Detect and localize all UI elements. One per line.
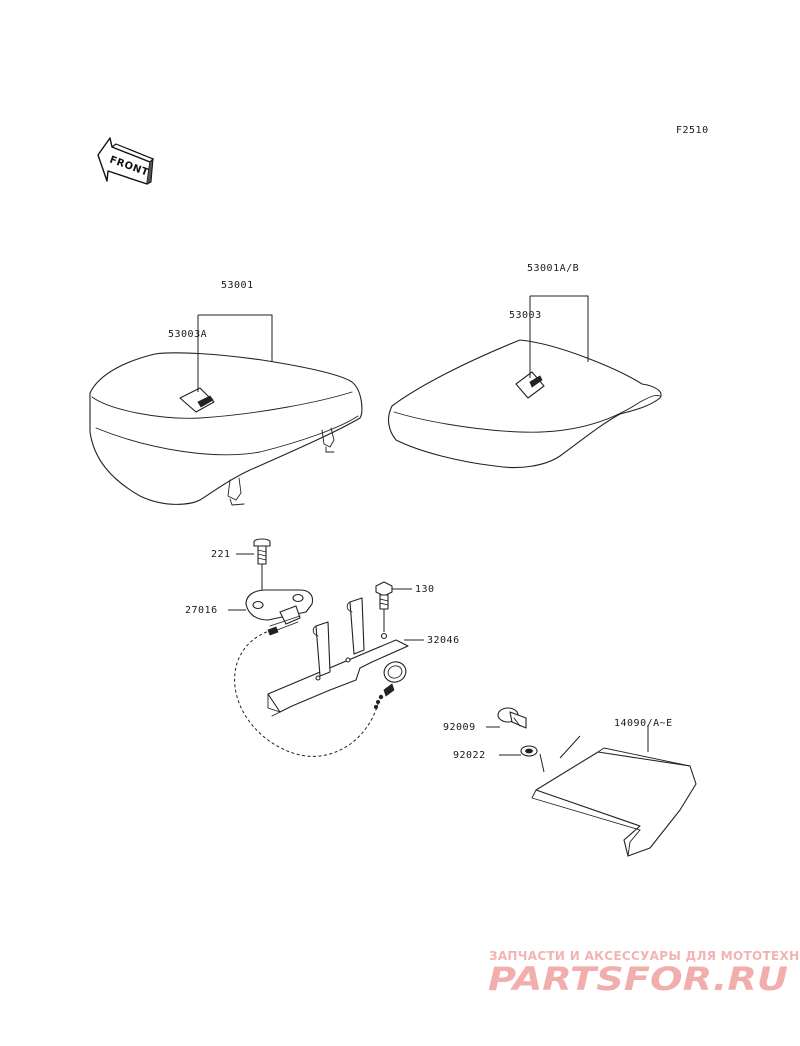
callout-53003: 53003 (509, 310, 542, 321)
screw-221 (253, 538, 271, 565)
rear-seat (387, 339, 662, 469)
washer-92022 (520, 745, 538, 757)
watermark-tagline: ЗАПЧАСТИ И АКСЕССУАРЫ ДЛЯ МОТОТЕХНИКИ (489, 949, 800, 963)
callout-92009: 92009 (443, 722, 476, 733)
front-arrow-icon: FRONT (97, 137, 155, 185)
callout-14090: 14090/A~E (614, 718, 673, 729)
callout-53003a: 53003A (168, 329, 207, 340)
callout-130: 130 (415, 584, 435, 595)
leader-front-seat (197, 314, 273, 392)
callout-53001: 53001 (221, 280, 254, 291)
leader-rear-seat (529, 295, 589, 378)
seat-lock-27016 (245, 589, 314, 636)
callout-27016: 27016 (185, 605, 218, 616)
key-ring (373, 661, 407, 710)
leader-14090 (539, 725, 649, 773)
callout-221: 221 (211, 549, 231, 560)
cover-14090 (531, 747, 697, 857)
watermark-logo: PARTSFOR.RU (488, 960, 788, 998)
front-seat (89, 352, 363, 506)
bracket-32046 (267, 597, 409, 717)
figure-code: F2510 (676, 125, 709, 136)
callout-53001ab: 53001A/B (527, 263, 579, 274)
seat-lock-cable (234, 629, 379, 757)
callout-32046: 32046 (427, 635, 460, 646)
bolt-92009 (497, 707, 527, 729)
callout-92022: 92022 (453, 750, 486, 761)
bolt-130 (375, 581, 393, 610)
